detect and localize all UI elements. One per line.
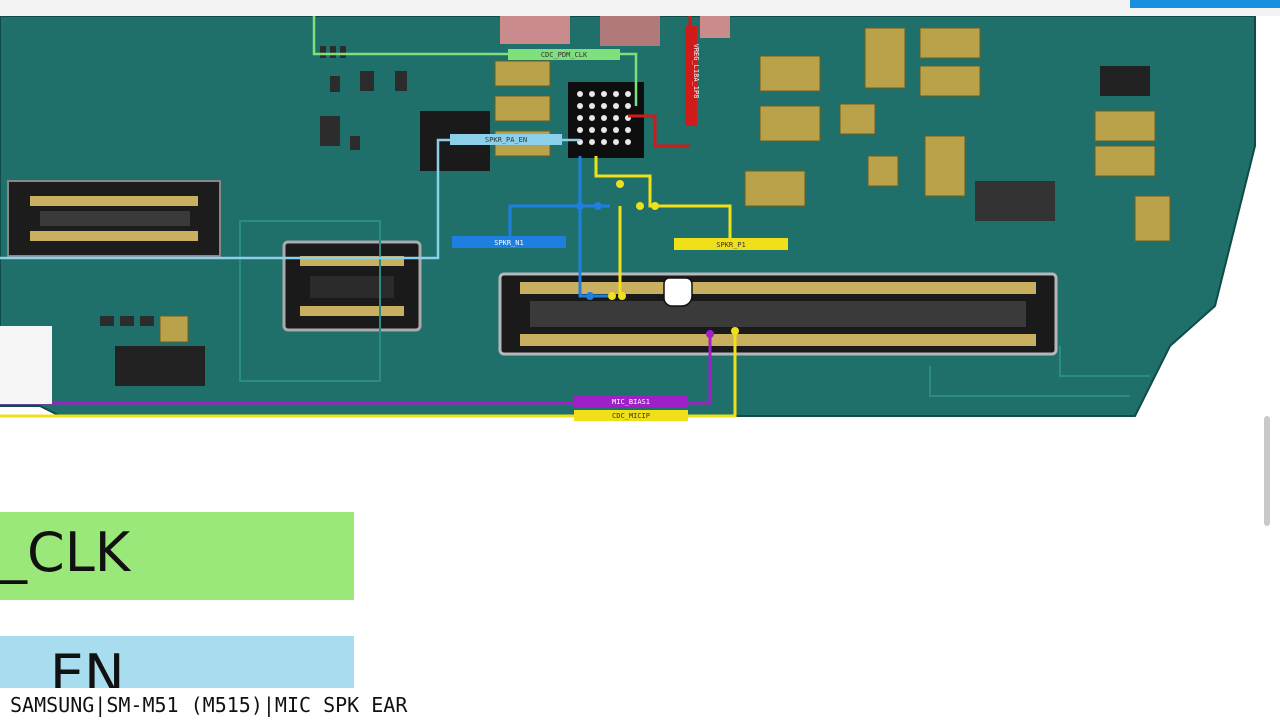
pcb-board-image: CDC_PDM_CLK VREG_L18A_1P8 SPKR_PA_EN SPK… — [0, 16, 1256, 421]
signal-name-clk: _CLK — [0, 521, 131, 584]
video-caption-bar: SAMSUNG|SM-M51 (M515)|MIC SPK EAR — [0, 688, 470, 720]
net-label-mic-bias1: MIC_BIAS1 — [612, 398, 650, 406]
caption-text: SAMSUNG|SM-M51 (M515)|MIC SPK EAR — [10, 693, 408, 717]
net-label-spkr-pa-en: SPKR_PA_EN — [485, 136, 527, 144]
net-label-cdc-micip: CDC_MICIP — [612, 412, 650, 420]
net-label-cdc-pdm-clk: CDC_PDM_CLK — [541, 51, 588, 59]
net-label-spkr-n1: SPKR_N1 — [494, 239, 524, 247]
net-label-spkr-p1: SPKR_P1 — [716, 241, 746, 249]
toolbar-button[interactable] — [1130, 0, 1280, 8]
signal-highlight-clk: _CLK — [0, 512, 354, 600]
vertical-scrollbar[interactable] — [1264, 416, 1270, 526]
browser-top-bar — [0, 0, 1280, 16]
schematic-viewer[interactable]: CDC_PDM_CLK VREG_L18A_1P8 SPKR_PA_EN SPK… — [0, 16, 1280, 716]
signal-highlight-en: EN — [0, 636, 354, 702]
hand-cursor-icon — [663, 277, 693, 307]
net-label-vreg: VREG_L18A_1P8 — [692, 44, 700, 99]
